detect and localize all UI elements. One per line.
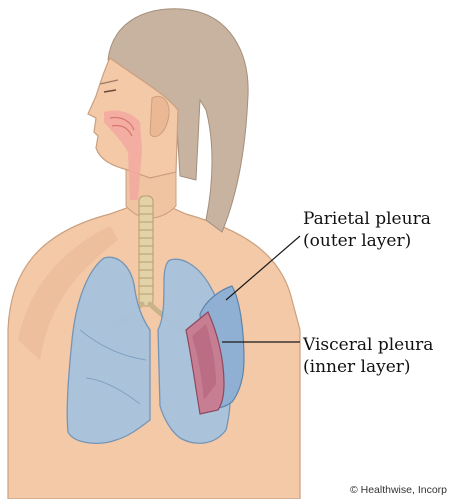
torso xyxy=(8,206,300,499)
parietal-pleura-label: Parietal pleura (outer layer) xyxy=(303,208,431,252)
visceral-pleura-subtitle: (inner layer) xyxy=(303,356,433,378)
copyright-credit: © Healthwise, Incorp xyxy=(350,484,447,496)
parietal-pleura-title: Parietal pleura xyxy=(303,208,431,230)
parietal-pleura-subtitle: (outer layer) xyxy=(303,230,431,252)
visceral-pleura-label: Visceral pleura (inner layer) xyxy=(303,334,433,378)
visceral-pleura-title: Visceral pleura xyxy=(303,334,433,356)
